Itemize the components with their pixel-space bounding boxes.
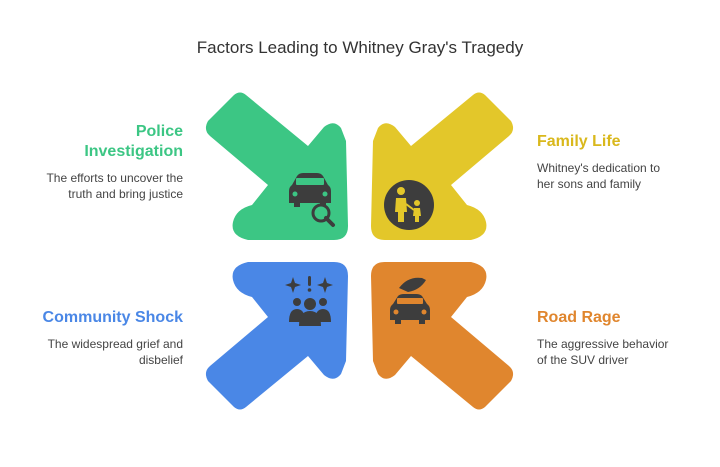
- family-life-title: Family Life: [537, 133, 621, 150]
- car-search-icon: [289, 173, 335, 227]
- arrow-road-rage: [371, 262, 514, 410]
- police-investigation-desc-line1: The efforts to uncover the: [46, 171, 183, 185]
- community-shock-desc-line1: The widespread grief and: [47, 337, 183, 351]
- family-icon: [384, 180, 434, 230]
- road-rage-description: The aggressive behavior of the SUV drive…: [537, 336, 687, 368]
- road-rage-desc-line1: The aggressive behavior: [537, 337, 669, 351]
- car-alert-icon: [390, 277, 430, 324]
- family-life-desc-line1: Whitney's dedication to: [537, 161, 661, 175]
- shocked-crowd-icon: [285, 276, 333, 326]
- police-investigation-description: The efforts to uncover the truth and bri…: [13, 170, 183, 202]
- community-shock-desc-line2: disbelief: [138, 353, 183, 367]
- road-rage-title: Road Rage: [537, 309, 621, 326]
- police-investigation-title-line1: Police: [135, 123, 183, 140]
- police-investigation-title: Police Investigation: [23, 122, 183, 162]
- family-life-desc-line2: her sons and family: [537, 177, 642, 191]
- police-investigation-title-line2: Investigation: [84, 143, 183, 160]
- diagram-title: Factors Leading to Whitney Gray's Traged…: [196, 38, 524, 57]
- community-shock-description: The widespread grief and disbelief: [13, 336, 183, 368]
- road-rage-desc-line2: of the SUV driver: [537, 353, 629, 367]
- family-life-description: Whitney's dedication to her sons and fam…: [537, 160, 687, 192]
- police-investigation-desc-line2: truth and bring justice: [68, 187, 183, 201]
- community-shock-title: Community Shock: [42, 309, 183, 326]
- arrow-police-investigation: [205, 92, 348, 240]
